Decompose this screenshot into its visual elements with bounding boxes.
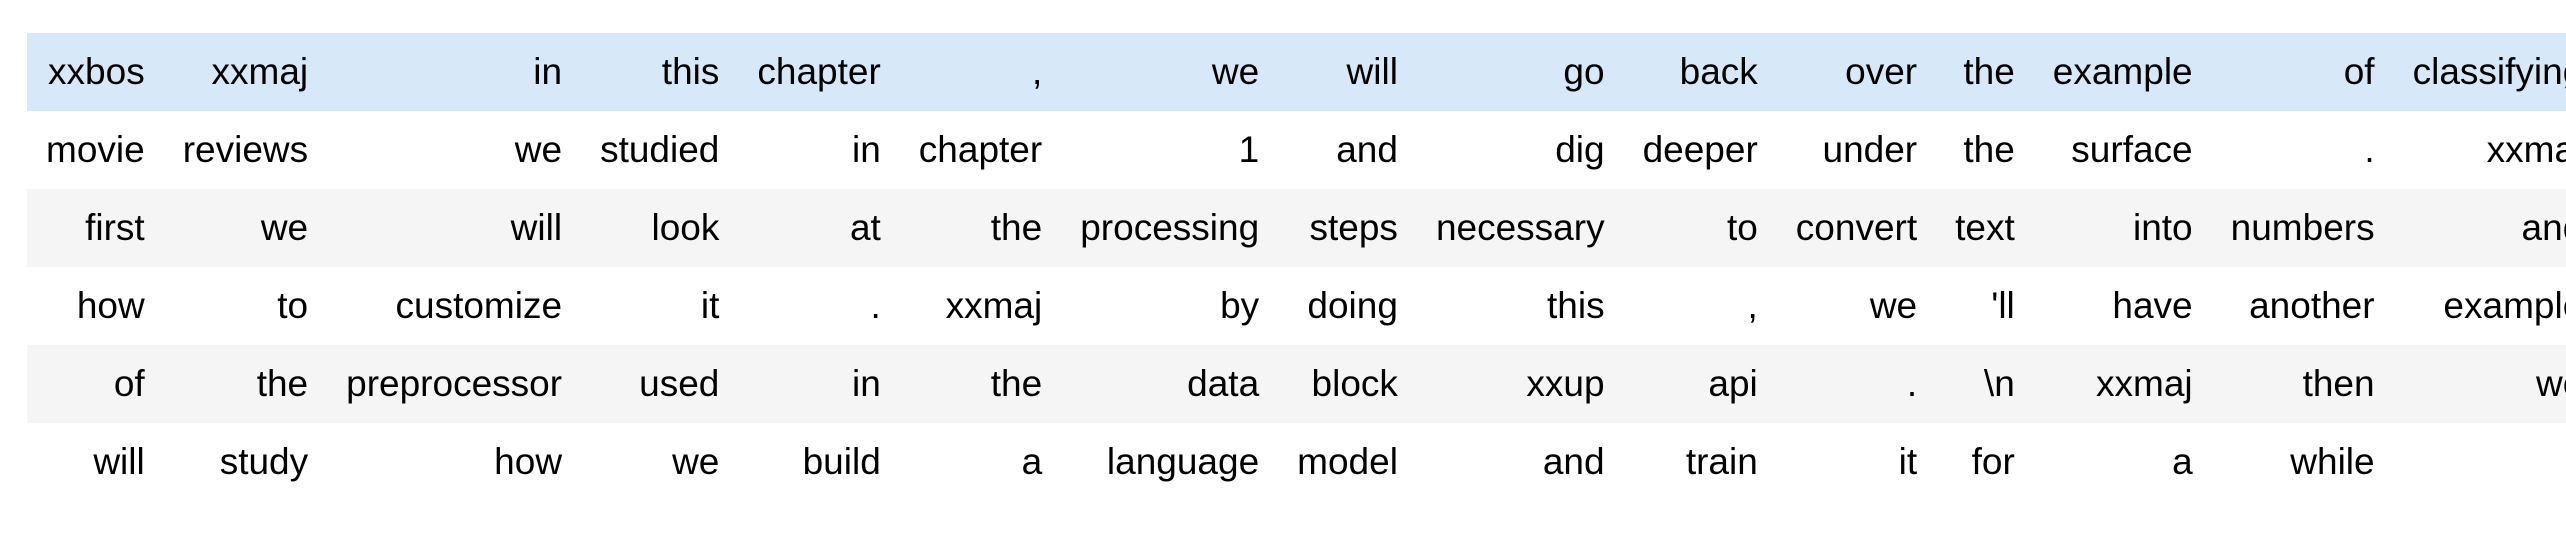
token-cell: text — [1936, 189, 2034, 267]
token-cell: for — [1936, 423, 2034, 501]
token-cell: of — [2211, 33, 2394, 111]
token-cell: used — [581, 345, 739, 423]
token-cell: xxup — [1416, 345, 1624, 423]
token-cell: in — [327, 33, 582, 111]
token-cell: the — [899, 345, 1062, 423]
token-cell: chapter — [899, 111, 1062, 189]
token-cell: this — [581, 33, 739, 111]
token-cell: and — [1278, 111, 1417, 189]
token-cell: by — [1061, 267, 1279, 345]
token-cell: while — [2211, 423, 2394, 501]
token-cell: deeper — [1623, 111, 1777, 189]
token-cell: language — [1061, 423, 1279, 501]
token-cell: xxmaj — [163, 33, 328, 111]
token-cell: we — [2393, 345, 2566, 423]
token-cell: we — [327, 111, 582, 189]
token-cell: api — [1623, 345, 1777, 423]
token-cell: under — [1776, 111, 1937, 189]
token-cell: in — [738, 345, 900, 423]
token-cell: convert — [1776, 189, 1937, 267]
token-cell: a — [2033, 423, 2212, 501]
token-cell: . — [2211, 111, 2394, 189]
token-cell: we — [163, 189, 328, 267]
token-cell: this — [1416, 267, 1624, 345]
token-cell: xxmaj — [899, 267, 1062, 345]
token-cell: , — [899, 33, 1062, 111]
token-cell: will — [27, 423, 164, 501]
token-cell: will — [1278, 33, 1417, 111]
token-cell: 'll — [1936, 267, 2034, 345]
token-cell: to — [1623, 189, 1777, 267]
token-cell: to — [163, 267, 328, 345]
token-cell: chapter — [738, 33, 900, 111]
token-cell: example — [2393, 267, 2566, 345]
token-cell: look — [581, 189, 739, 267]
token-cell: the — [1936, 111, 2034, 189]
token-cell: go — [1416, 33, 1624, 111]
token-cell: it — [581, 267, 739, 345]
token-cell: in — [738, 111, 900, 189]
token-cell: customize — [327, 267, 582, 345]
token-cell: data — [1061, 345, 1279, 423]
token-cell: have — [2033, 267, 2212, 345]
token-cell: the — [1936, 33, 2034, 111]
token-cell: at — [738, 189, 900, 267]
token-cell: . — [2393, 423, 2566, 501]
token-cell: 1 — [1061, 111, 1279, 189]
token-cell: the — [163, 345, 328, 423]
token-cell: we — [1776, 267, 1937, 345]
token-cell: how — [27, 267, 164, 345]
token-cell: . — [738, 267, 900, 345]
token-cell: example — [2033, 33, 2212, 111]
token-cell: \n — [1936, 345, 2034, 423]
token-cell: will — [327, 189, 582, 267]
token-cell: we — [581, 423, 739, 501]
token-cell: model — [1278, 423, 1417, 501]
token-cell: studied — [581, 111, 739, 189]
token-cell: build — [738, 423, 900, 501]
token-cell: block — [1278, 345, 1417, 423]
token-cell: of — [27, 345, 164, 423]
token-cell: we — [1061, 33, 1279, 111]
token-cell: numbers — [2211, 189, 2394, 267]
token-cell: preprocessor — [327, 345, 582, 423]
token-cell: study — [163, 423, 328, 501]
token-cell: then — [2211, 345, 2394, 423]
token-cell: steps — [1278, 189, 1417, 267]
token-cell: back — [1623, 33, 1777, 111]
token-cell: movie — [27, 111, 164, 189]
token-cell: classifying — [2393, 33, 2566, 111]
token-cell: necessary — [1416, 189, 1624, 267]
token-cell: dig — [1416, 111, 1624, 189]
token-cell: surface — [2033, 111, 2212, 189]
token-cell: a — [899, 423, 1062, 501]
token-cell: the — [899, 189, 1062, 267]
token-cell: doing — [1278, 267, 1417, 345]
token-cell: and — [1416, 423, 1624, 501]
token-cell: reviews — [163, 111, 328, 189]
token-cell: processing — [1061, 189, 1279, 267]
token-cell: xxmaj — [2393, 111, 2566, 189]
token-cell: , — [1623, 267, 1777, 345]
token-cell: xxmaj — [2033, 345, 2212, 423]
token-cell: . — [1776, 345, 1937, 423]
token-cell: how — [327, 423, 582, 501]
token-cell: over — [1776, 33, 1937, 111]
token-cell: into — [2033, 189, 2212, 267]
token-cell: it — [1776, 423, 1937, 501]
token-cell: another — [2211, 267, 2394, 345]
token-cell: xxbos — [27, 33, 164, 111]
token-cell: train — [1623, 423, 1777, 501]
token-cell: first — [27, 189, 164, 267]
token-cell: and — [2393, 189, 2566, 267]
